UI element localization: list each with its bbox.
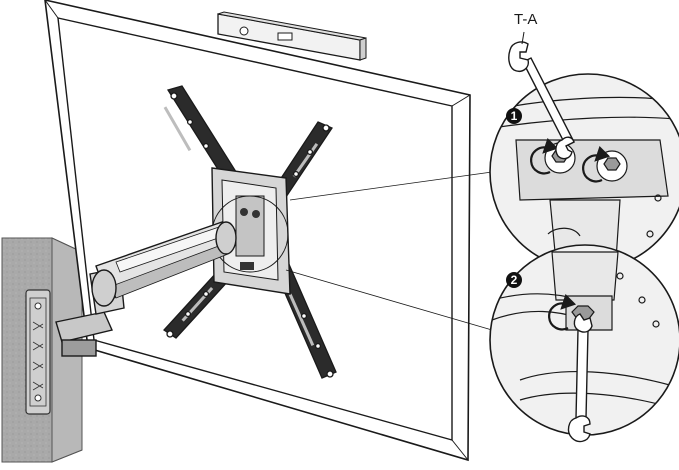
- bubble-level: [217, 11, 367, 61]
- tool-leader-line: [521, 31, 525, 45]
- rotation-arrow-icon: [530, 137, 611, 183]
- articulating-arm: [55, 221, 237, 357]
- wall-plate: [25, 289, 51, 415]
- detail-circle-1: [489, 73, 679, 271]
- step-badge-1: 1: [506, 108, 522, 124]
- callout-lines: [285, 171, 493, 331]
- wrench-icon: [508, 41, 575, 160]
- rotation-arrow-icon: [548, 293, 577, 331]
- wrench-icon: [567, 313, 593, 443]
- step-badge-2: 2: [506, 272, 522, 288]
- tool-label: T-A: [514, 11, 538, 28]
